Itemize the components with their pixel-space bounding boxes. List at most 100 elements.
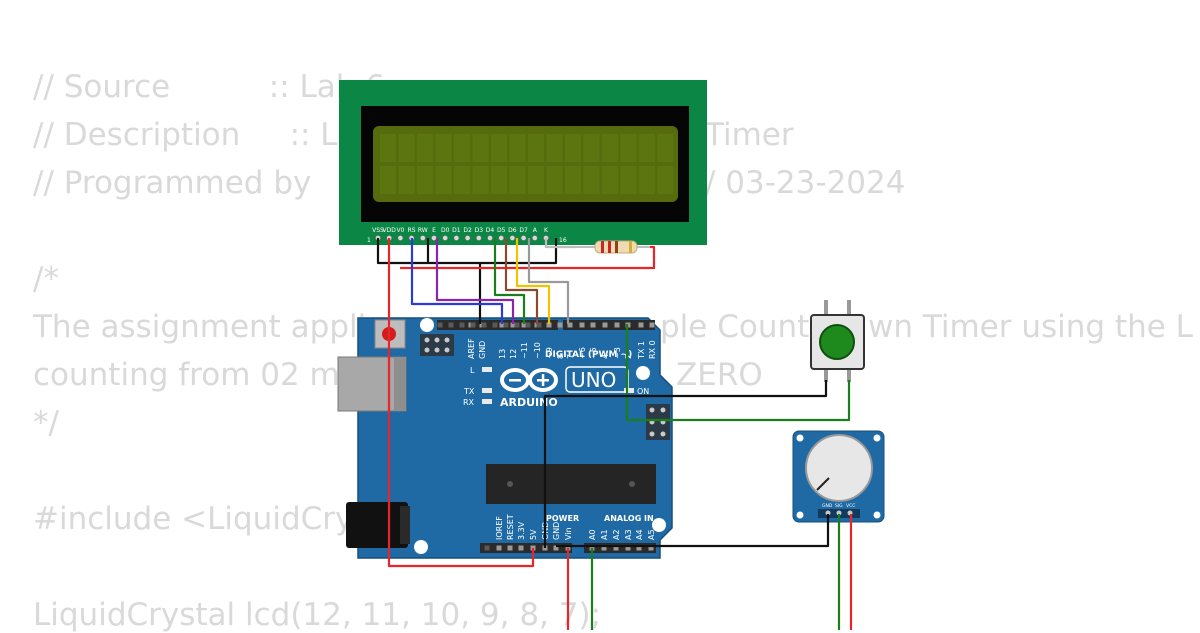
lcd-cell [509,134,526,162]
wire-rs-12[interactable] [410,238,504,324]
lcd-pins[interactable] [375,235,549,241]
code-line-source: // Source :: Lab 6 [33,69,386,105]
lcd-cell [602,134,618,162]
lcd-cell [435,166,452,194]
wire-d6-8[interactable] [515,238,551,324]
wire-e-11[interactable] [435,238,515,324]
wires [376,238,853,630]
lcd-pin[interactable] [475,235,482,241]
digital-pin[interactable] [510,322,516,328]
bottom-pin[interactable] [601,545,607,551]
digital-pin[interactable] [499,322,505,328]
digital-pin-label: ~6 [578,347,587,359]
bottom-pin-label: A1 [600,529,609,540]
code-line-assignment-end: wn Timer using the L [868,309,1193,345]
resistor[interactable] [575,240,650,254]
icsp-header [420,334,454,356]
digital-pin[interactable] [614,322,620,328]
push-button[interactable] [810,300,865,382]
digital-pin[interactable] [649,322,655,328]
digital-pin[interactable] [567,322,573,328]
digital-pin[interactable] [602,322,608,328]
lcd-cell [398,134,415,162]
led-l [482,367,492,372]
button-leg [824,300,828,316]
digital-pin[interactable] [638,322,644,328]
lcd-pin[interactable] [453,235,460,241]
lcd-pin[interactable] [464,235,471,241]
wire-a-resistor[interactable] [544,238,575,249]
wire-resistor-5v[interactable] [400,245,656,270]
led-rx [482,399,492,404]
digital-pin-label: AREF [467,338,476,359]
bottom-pin[interactable] [648,545,654,551]
bottom-pin[interactable] [613,545,619,551]
digital-pin[interactable] [590,322,596,328]
lcd-cell [528,134,544,162]
bottom-pin-label: A5 [647,529,656,540]
digital-pin[interactable] [546,322,552,328]
code-line-date: / 03-23-2024 [705,165,906,201]
digital-pin[interactable] [521,322,527,328]
wire-button-gnd[interactable] [543,380,828,548]
wire-d4-10[interactable] [493,238,526,324]
lcd-pin[interactable] [509,235,516,241]
lcd-pin[interactable] [487,235,493,241]
lcd-cell [583,134,600,162]
wire-pot-gnd[interactable] [556,514,830,548]
atmega-chip [486,464,656,504]
led-l-label: L [470,366,475,375]
digital-pin[interactable] [579,322,585,328]
lcd-pin[interactable] [498,235,505,241]
pot-label-gnd: GND [822,503,833,509]
lcd-pin[interactable] [442,235,449,241]
code-line-comment-close: */ [33,405,59,441]
bottom-pin-label: A3 [624,529,633,540]
digital-pin-label: ~9 [545,347,554,359]
lcd-cell [620,134,637,162]
led-tx-label: TX [463,387,475,396]
bottom-pin[interactable] [496,545,502,551]
lcd-cell [620,166,637,194]
lcd-pin-label: RS [408,227,416,234]
wire-button-pin2[interactable] [625,324,851,422]
potentiometer[interactable]: GND SIG VCC [792,430,885,523]
wire-vdd-5v[interactable] [387,238,535,568]
lcd-pin-label: D5 [497,227,506,234]
digital-pin-label: ~11 [520,342,529,359]
lcd-pin[interactable] [531,235,538,241]
bottom-pin[interactable] [507,545,513,551]
lcd-pin-label: VDD [383,227,397,234]
digital-pin-label: 13 [498,349,507,359]
lcd-pin[interactable] [397,235,404,241]
lcd-pin[interactable] [520,235,527,241]
lcd-cell [546,166,563,194]
digital-pin-unused [514,322,520,328]
button-cap[interactable] [819,324,855,360]
bottom-pin[interactable] [636,545,642,551]
digital-pin[interactable] [557,322,563,328]
lcd-pin-label: D1 [452,227,461,234]
resistor-band [601,241,604,253]
wire-d5-9[interactable] [504,238,539,324]
pot-label-vcc: VCC [846,503,855,509]
digital-pin-unused [459,322,465,328]
pot-knob[interactable] [805,434,873,502]
lcd-pin[interactable] [419,235,426,241]
bottom-pin-label: 5V [529,529,538,540]
bottom-pin[interactable] [553,545,559,551]
bottom-pin-label: A0 [588,529,597,540]
code-line-lcd-init: LiquidCrystal lcd(12, 11, 10, 9, 8, 7); [33,597,602,633]
wire-d7-7[interactable] [527,238,570,324]
bottom-pin[interactable] [518,545,524,551]
pot-label-sig: SIG [835,503,843,509]
bottom-pin[interactable] [625,545,631,551]
infinity-logo-icon [500,368,558,392]
bottom-pin-label: 3.3V [517,521,526,540]
lcd-pin-label: D3 [475,227,484,234]
lcd-pin[interactable] [431,235,437,241]
